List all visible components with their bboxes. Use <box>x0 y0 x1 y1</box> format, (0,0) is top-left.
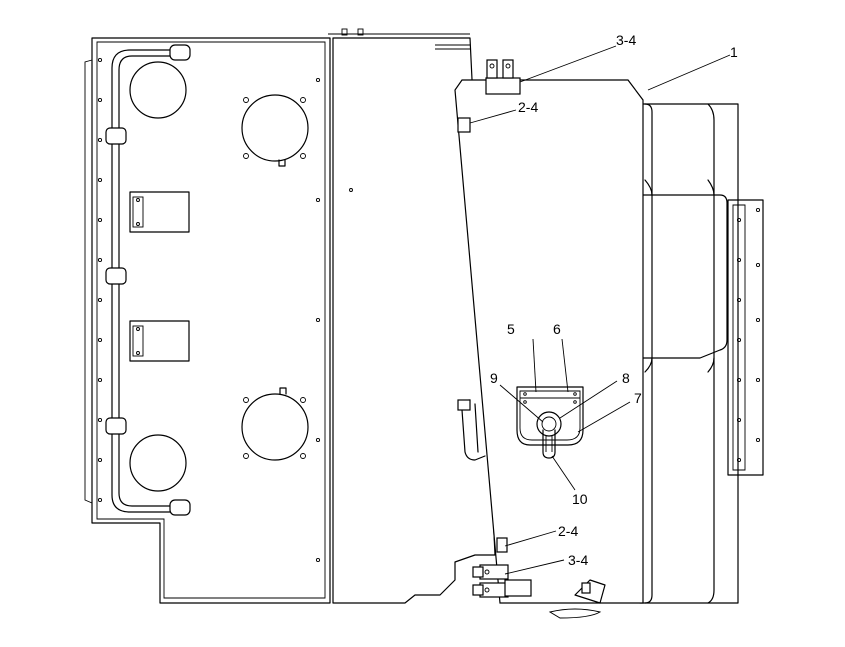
side-bracket <box>727 199 764 476</box>
left-panel <box>84 37 331 604</box>
callout-6: 6 <box>553 321 561 337</box>
port-circle-bottom-left <box>129 434 187 492</box>
callout-1: 1 <box>730 44 738 60</box>
leader-lines <box>469 45 731 575</box>
callout-3-4-top: 3-4 <box>616 32 636 48</box>
bottom-catch <box>548 579 606 619</box>
port-flange-bottom <box>241 387 309 461</box>
placard-upper <box>129 191 190 233</box>
door-side-handle <box>457 399 486 461</box>
callout-10: 10 <box>572 491 588 507</box>
callout-7: 7 <box>634 390 642 406</box>
callout-labels: 1 3-4 2-4 5 6 8 9 7 10 2-4 3-4 <box>490 32 738 568</box>
callout-8: 8 <box>622 370 630 386</box>
callout-2-4-bottom: 2-4 <box>558 523 578 539</box>
port-flange-top <box>241 94 309 167</box>
callout-5: 5 <box>507 321 515 337</box>
callout-3-4-bottom: 3-4 <box>568 552 588 568</box>
left-edge-rivets <box>97 57 321 563</box>
latch-keeper-top <box>457 117 471 133</box>
hinge-bottom <box>472 537 532 598</box>
handle-rail <box>105 44 191 516</box>
placard-lower <box>129 320 190 362</box>
hinge-top <box>485 59 521 95</box>
front-door-panel <box>454 59 644 619</box>
port-circle-top-left <box>129 61 187 119</box>
callout-9: 9 <box>490 370 498 386</box>
callout-2-4-top: 2-4 <box>518 99 538 115</box>
